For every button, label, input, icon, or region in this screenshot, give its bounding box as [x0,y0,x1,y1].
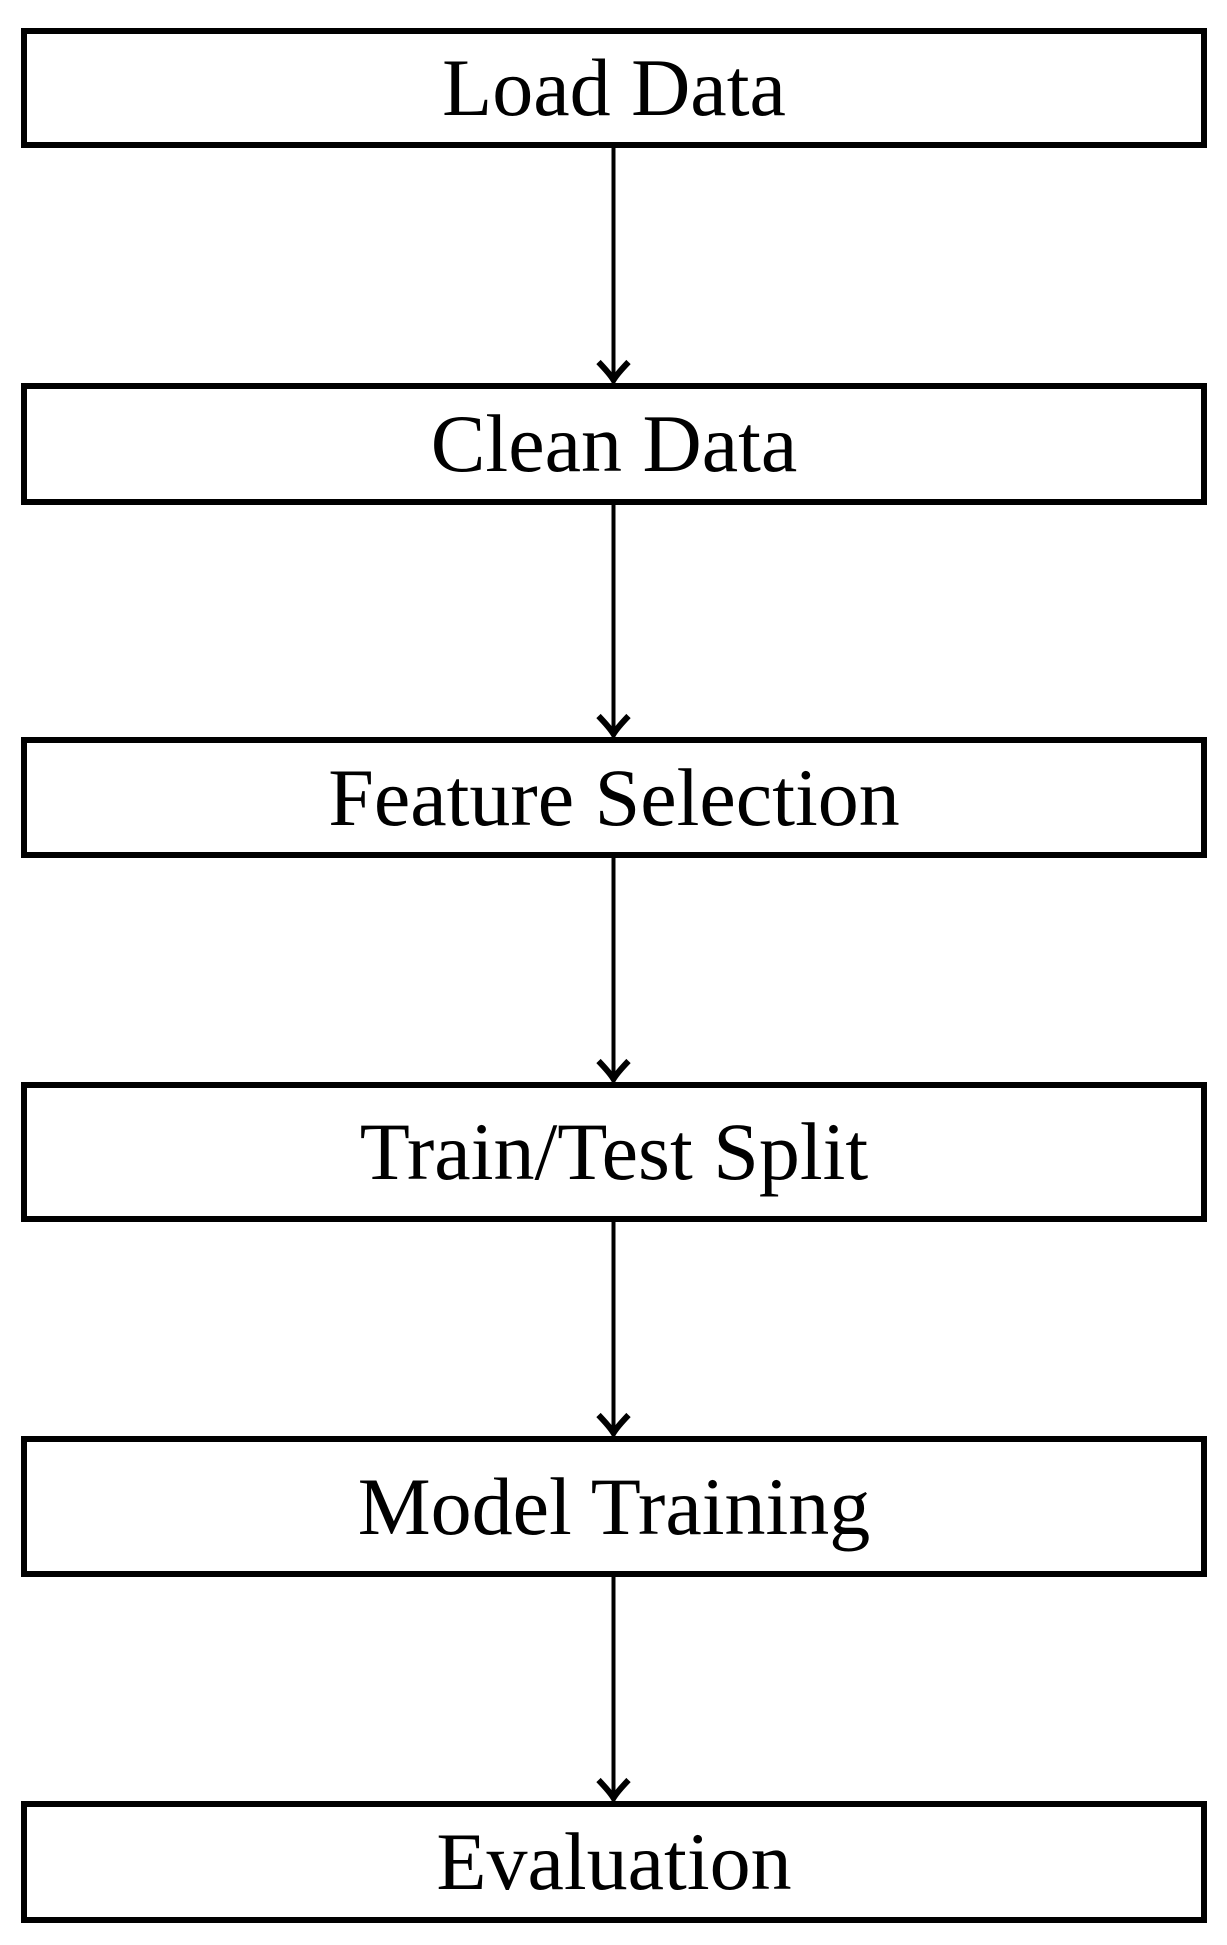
flow-step-label: Model Training [357,1460,871,1552]
flow-step-feature-selection: Feature Selection [21,737,1207,858]
flow-step-label: Evaluation [436,1816,792,1907]
arrow-split-to-train [596,1222,631,1439]
arrow-train-to-evaluation [596,1577,631,1804]
flow-step-label: Load Data [442,42,786,133]
flow-step-evaluation: Evaluation [21,1801,1207,1923]
arrow-feature-to-split [596,858,631,1085]
flow-step-label: Train/Test Split [359,1106,869,1197]
flow-step-label: Feature Selection [328,751,900,843]
arrow-clean-to-feature [596,505,631,740]
flow-step-load-data: Load Data [21,28,1207,148]
flow-step-label: Clean Data [430,398,798,489]
flow-step-clean-data: Clean Data [21,383,1207,505]
flow-step-model-training: Model Training [21,1436,1207,1577]
flow-step-train-test-split: Train/Test Split [21,1082,1207,1222]
arrow-load-to-clean [596,148,631,386]
